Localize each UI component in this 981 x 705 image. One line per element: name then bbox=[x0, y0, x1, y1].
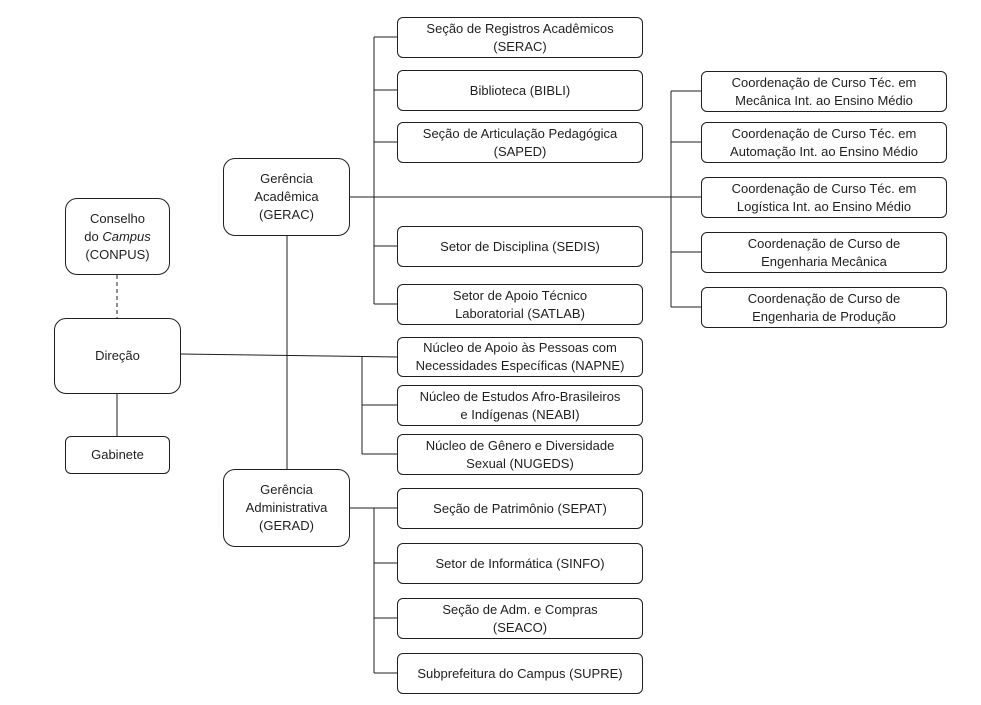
nugeds-box: Núcleo de Gênero e Diversidade Sexual (N… bbox=[397, 434, 643, 475]
direcao-label: Direção bbox=[95, 348, 140, 363]
nugeds-label: Núcleo de Gênero e Diversidade Sexual (N… bbox=[425, 437, 615, 471]
coord-logistica-box: Coordenação de Curso Téc. em Logística I… bbox=[701, 177, 947, 218]
saped-box: Seção de Articulação Pedagógica (SAPED) bbox=[397, 122, 643, 163]
gerad-box: Gerência Administrativa (GERAD) bbox=[223, 469, 350, 547]
coord-eng-producao-label: Coordenação de Curso de Engenharia de Pr… bbox=[747, 290, 901, 324]
coord-eng-producao-box: Coordenação de Curso de Engenharia de Pr… bbox=[701, 287, 947, 328]
conpus-box: Conselho do Campus (CONPUS) bbox=[65, 198, 170, 275]
gerac-label: Gerência Acadêmica (GERAC) bbox=[254, 171, 319, 222]
bibli-label: Biblioteca (BIBLI) bbox=[469, 82, 571, 98]
conpus-label-post: (CONPUS) bbox=[85, 246, 150, 262]
supre-label: Subprefeitura do Campus (SUPRE) bbox=[417, 665, 623, 681]
gerac-box: Gerência Acadêmica (GERAC) bbox=[223, 158, 350, 236]
sedis-label: Setor de Disciplina (SEDIS) bbox=[440, 238, 600, 254]
coord-eng-mecanica-box: Coordenação de Curso de Engenharia Mecân… bbox=[701, 232, 947, 273]
gabinete-box: Gabinete bbox=[65, 436, 170, 474]
bibli-box: Biblioteca (BIBLI) bbox=[397, 70, 643, 111]
coord-automacao-label: Coordenação de Curso Téc. em Automação I… bbox=[730, 125, 918, 159]
gabinete-label: Gabinete bbox=[91, 447, 144, 462]
gerad-label: Gerência Administrativa (GERAD) bbox=[245, 482, 328, 533]
napne-box: Núcleo de Apoio às Pessoas com Necessida… bbox=[397, 337, 643, 377]
seaco-label: Seção de Adm. e Compras (SEACO) bbox=[442, 601, 598, 635]
coord-eng-mecanica-label: Coordenação de Curso de Engenharia Mecân… bbox=[747, 235, 901, 269]
coord-mecanica-label: Coordenação de Curso Téc. em Mecânica In… bbox=[731, 74, 917, 108]
seaco-box: Seção de Adm. e Compras (SEACO) bbox=[397, 598, 643, 639]
sinfo-box: Setor de Informática (SINFO) bbox=[397, 543, 643, 584]
neabi-label: Núcleo de Estudos Afro-Brasileiros e Ind… bbox=[419, 388, 621, 422]
sinfo-label: Setor de Informática (SINFO) bbox=[435, 555, 605, 571]
coord-automacao-box: Coordenação de Curso Téc. em Automação I… bbox=[701, 122, 947, 163]
coord-logistica-label: Coordenação de Curso Téc. em Logística I… bbox=[731, 180, 917, 214]
satlab-box: Setor de Apoio Técnico Laboratorial (SAT… bbox=[397, 284, 643, 325]
sepat-label: Seção de Patrimônio (SEPAT) bbox=[433, 500, 607, 516]
supre-box: Subprefeitura do Campus (SUPRE) bbox=[397, 653, 643, 694]
neabi-box: Núcleo de Estudos Afro-Brasileiros e Ind… bbox=[397, 385, 643, 426]
serac-label: Seção de Registros Acadêmicos (SERAC) bbox=[426, 20, 614, 54]
serac-box: Seção de Registros Acadêmicos (SERAC) bbox=[397, 17, 643, 58]
direcao-napne-link bbox=[179, 353, 398, 358]
napne-label: Núcleo de Apoio às Pessoas com Necessida… bbox=[415, 340, 625, 373]
direcao-box: Direção bbox=[54, 318, 181, 394]
conpus-label-pre: Conselho do bbox=[84, 210, 145, 244]
sedis-box: Setor de Disciplina (SEDIS) bbox=[397, 226, 643, 267]
saped-label: Seção de Articulação Pedagógica (SAPED) bbox=[422, 125, 618, 159]
coord-mecanica-box: Coordenação de Curso Téc. em Mecânica In… bbox=[701, 71, 947, 112]
sepat-box: Seção de Patrimônio (SEPAT) bbox=[397, 488, 643, 529]
conpus-label-em: Campus bbox=[102, 228, 151, 244]
satlab-label: Setor de Apoio Técnico Laboratorial (SAT… bbox=[452, 287, 588, 321]
